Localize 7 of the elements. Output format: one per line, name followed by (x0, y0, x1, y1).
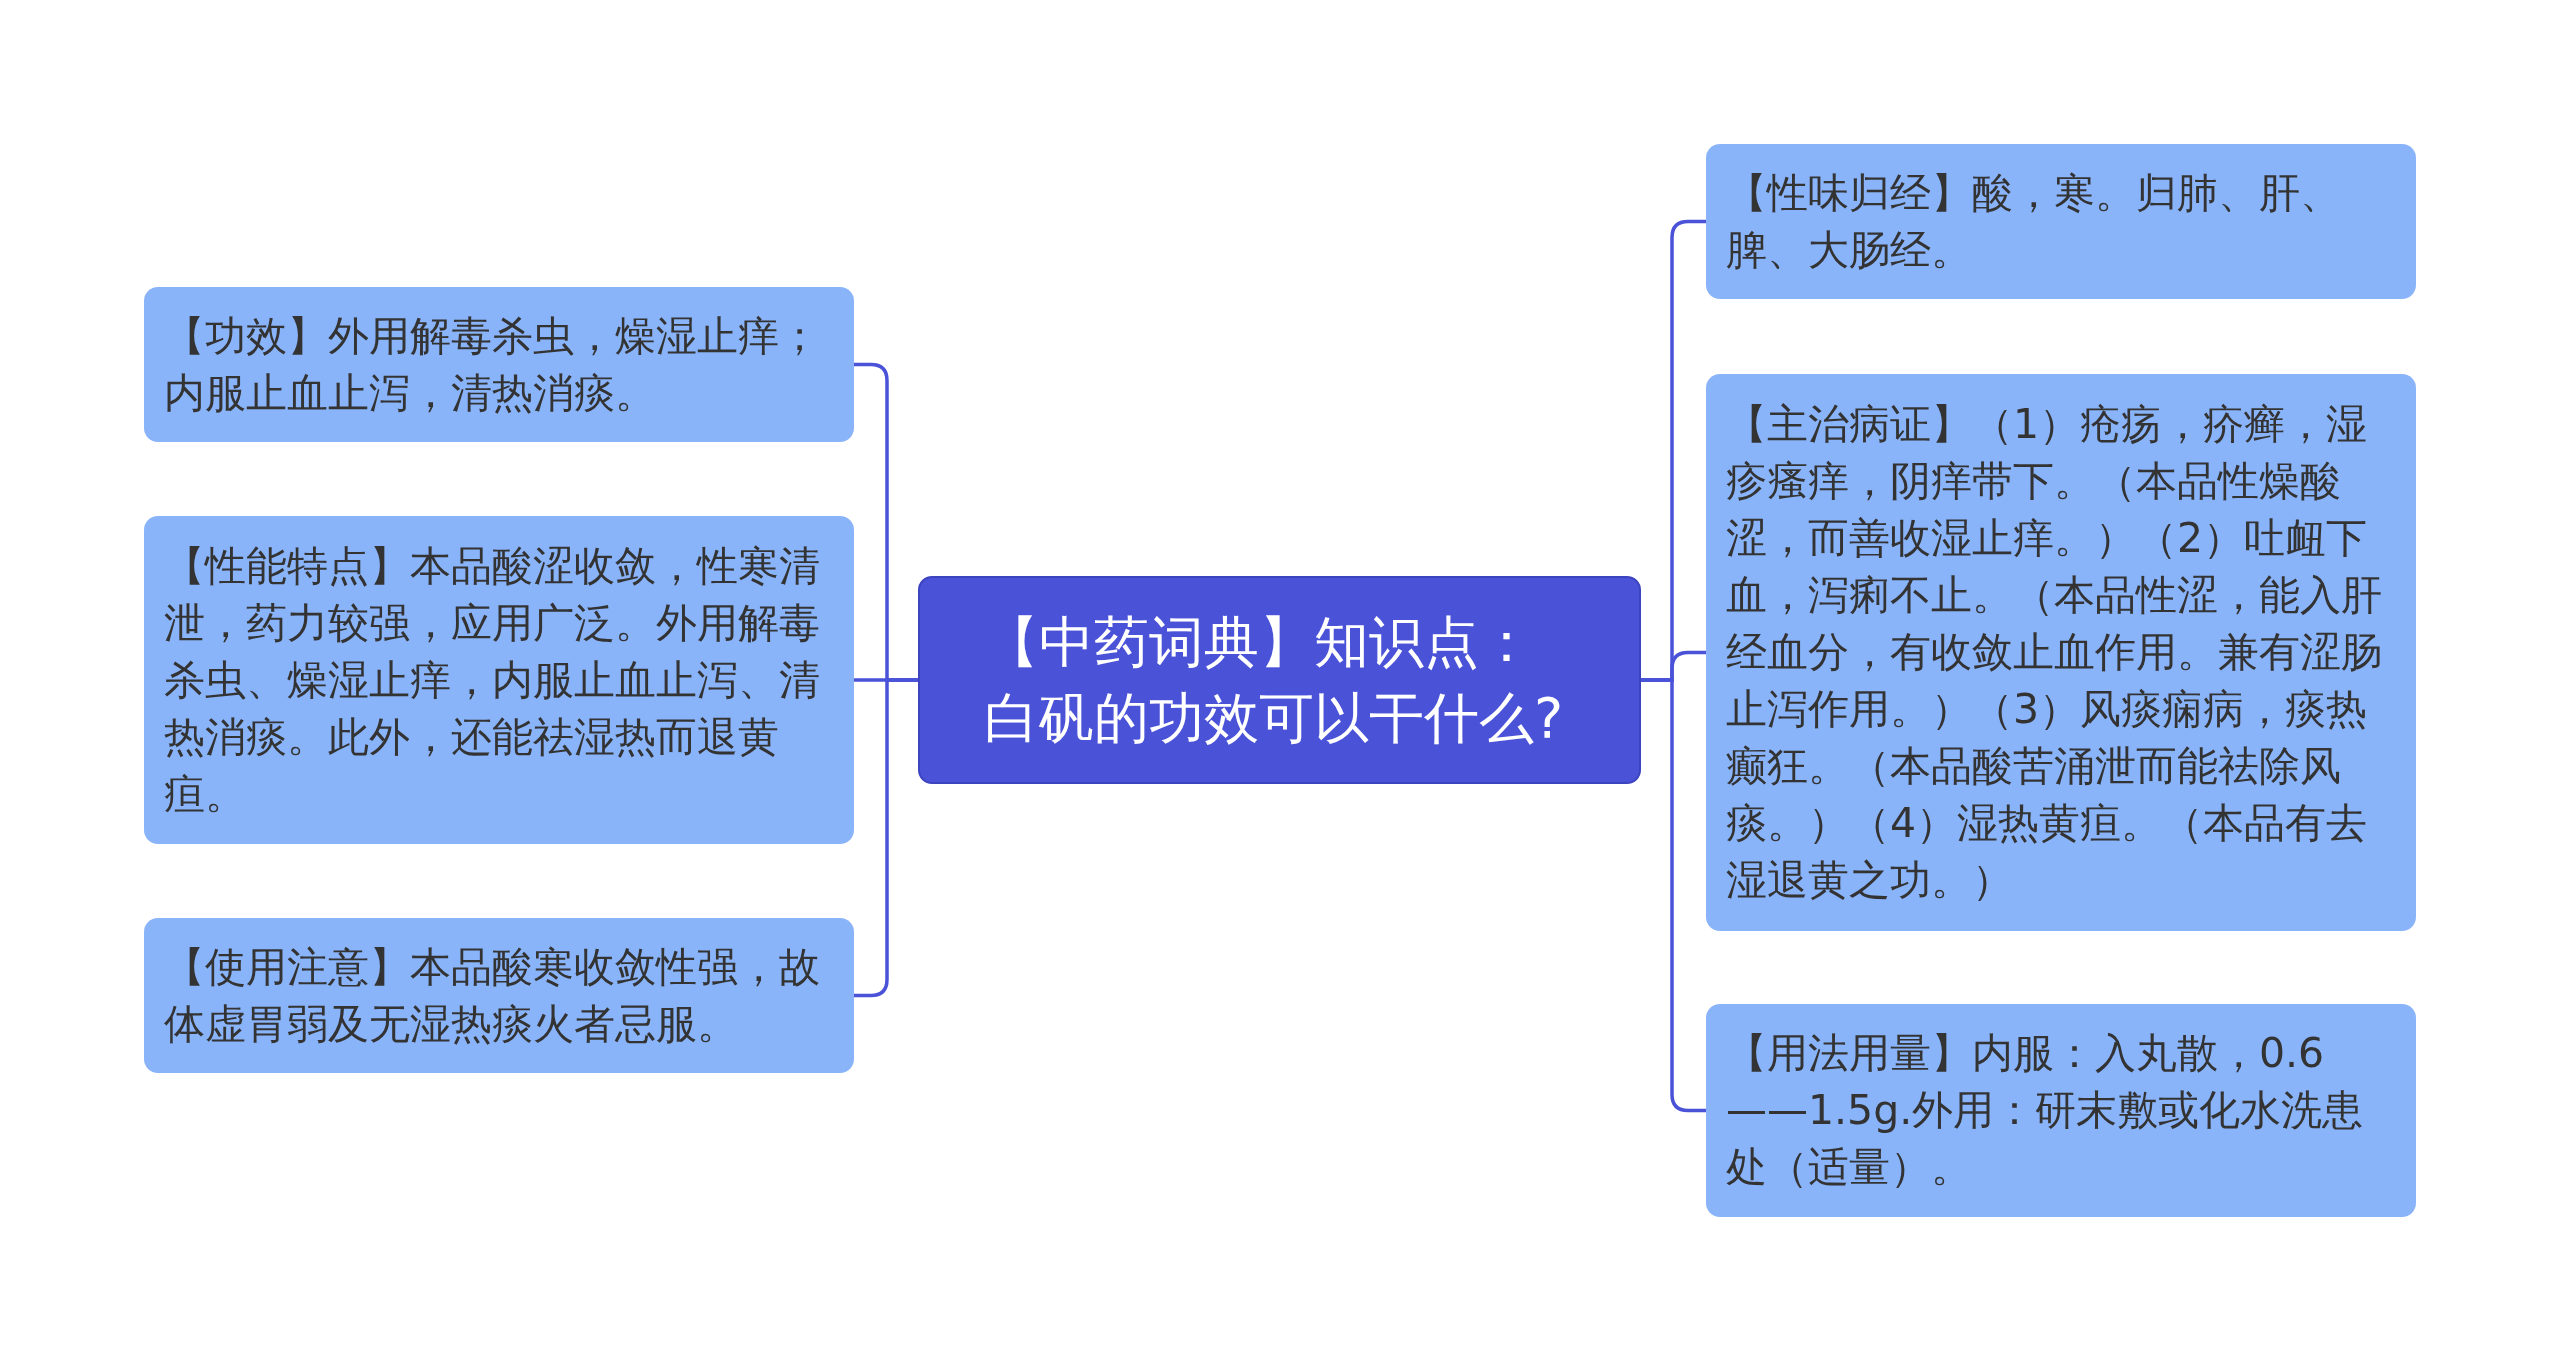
topic-box: 【功效】外用解毒杀虫，燥湿止痒；内服止血止泻，清热消痰。 (144, 287, 854, 442)
center-topic-box: 【中药词典】知识点：白矾的功效可以干什么? (918, 576, 1641, 784)
topic-box: 【用法用量】内服：入丸散，0.6——1.5g.外用：研末敷或化水洗患处（适量）。 (1706, 1004, 2416, 1217)
topic-box: 【性味归经】酸，寒。归肺、肝、脾、大肠经。 (1706, 144, 2416, 299)
topic-box: 【主治病证】（1）疮疡，疥癣，湿疹瘙痒，阴痒带下。（本品性燥酸涩，而善收湿止痒。）（2）吐衄下血，泻痢不止。（本品性涩，能入肝经血分，有收敛止血作用。兼有涩肠止泻作用。）（3）风痰痫病，痰热癫狂。（本品酸苦涌泄而能祛除风痰。）（4）湿热黄疸。（本品有去湿退黄之功。） (1706, 374, 2416, 931)
topic-box: 【性能特点】本品酸涩收敛，性寒清泄，药力较强，应用广泛。外用解毒杀虫、燥湿止痒，内服止血止泻、清热消痰。此外，还能祛湿热而退黄疸。 (144, 516, 854, 844)
topic-box: 【使用注意】本品酸寒收敛性强，故体虚胃弱及无湿热痰火者忌服。 (144, 918, 854, 1073)
